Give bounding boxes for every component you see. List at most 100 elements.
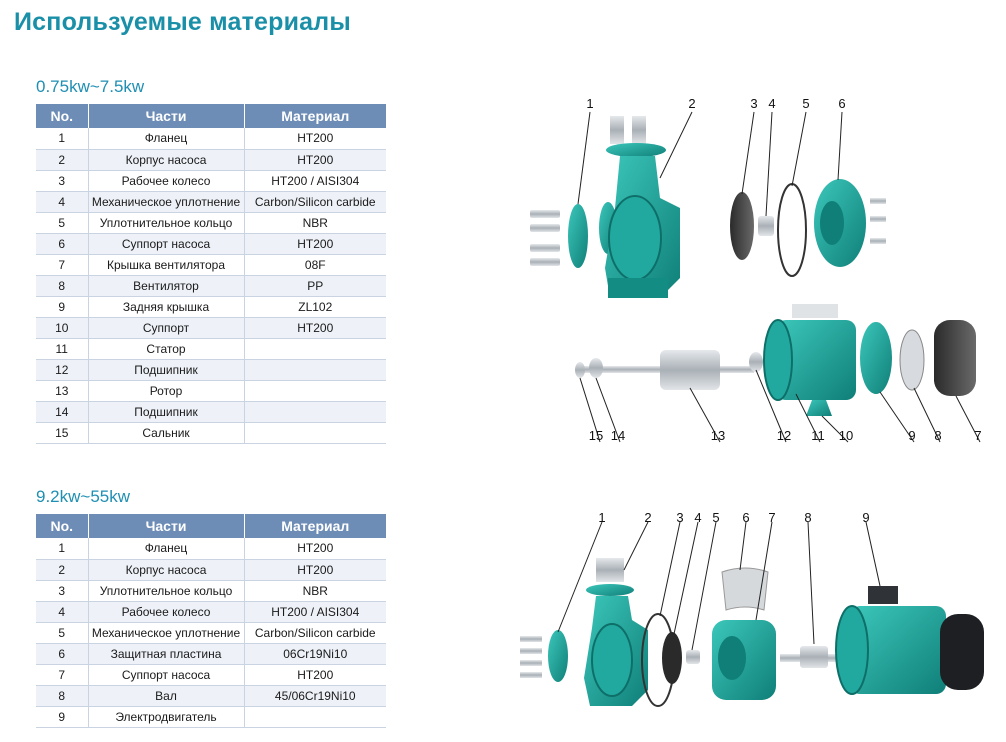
cell-part: Рабочее колесо [88,601,245,623]
cell-part: Суппорт [88,317,245,339]
cell-no: 5 [36,622,89,644]
rotor-shaft [582,350,754,390]
cell-material: HT200 [244,538,386,560]
cell-no: 15 [36,422,89,444]
cell-part: Статор [88,338,245,360]
callout-label: 2 [688,98,695,111]
cell-no: 6 [36,233,89,255]
callout-label: 3 [676,510,683,525]
pump-support-part [814,179,886,267]
callout-label: 15 [589,428,603,443]
cell-part: Электродвигатель [88,706,245,728]
cell-material: HT200 / AISI304 [244,601,386,623]
cell-part: Рабочее колесо [88,170,245,192]
cell-material: ZL102 [244,296,386,318]
pump-casing [584,558,648,706]
cell-material [244,380,386,402]
header-no: No. [36,104,89,128]
cell-material: HT200 / AISI304 [244,170,386,192]
cell-material [244,706,386,728]
callout-label: 7 [974,428,981,443]
cell-no: 5 [36,212,89,234]
callout-label: 10 [839,428,853,443]
cell-no: 12 [36,359,89,381]
cell-part: Уплотнительное кольцо [88,212,245,234]
cell-no: 1 [36,128,89,150]
cell-part: Крышка вентилятора [88,254,245,276]
cell-no: 2 [36,149,89,171]
cell-no: 4 [36,601,89,623]
impeller-part [730,192,754,260]
cell-material: Carbon/Silicon carbide [244,622,386,644]
cell-no: 13 [36,380,89,402]
cell-no: 3 [36,170,89,192]
cell-material: 06Cr19Ni10 [244,643,386,665]
cell-material [244,401,386,423]
header-part: Части [88,104,245,128]
cell-no: 10 [36,317,89,339]
callout-label: 7 [768,510,775,525]
callout-label: 5 [712,510,719,525]
pump-support-part [712,620,776,700]
protective-plate-part [721,567,769,611]
cell-part: Защитная пластина [88,643,245,665]
cell-material: NBR [244,212,386,234]
callout-label: 6 [742,510,749,525]
header-no: No. [36,514,89,538]
cell-material: PP [244,275,386,297]
cell-no: 14 [36,401,89,423]
cell-part: Уплотнительное кольцо [88,580,245,602]
header-material: Материал [244,104,386,128]
cell-material: 08F [244,254,386,276]
cell-material: HT200 [244,128,386,150]
callout-label: 8 [804,510,811,525]
fan-cover-part [934,320,976,396]
section-range-small: 0.75kw~7.5kw [36,77,145,96]
callout-label: 2 [644,510,651,525]
stator-housing [763,304,856,416]
cell-part: Суппорт насоса [88,664,245,686]
callout-label: 1 [586,98,593,111]
pump-casing [605,116,680,298]
fan-part [899,329,925,391]
shaft-part [780,646,840,668]
cell-material: NBR [244,580,386,602]
callout-label: 3 [750,98,757,111]
cell-part: Задняя крышка [88,296,245,318]
impeller-part [662,632,682,684]
callout-label: 14 [611,428,625,443]
cell-material: HT200 [244,317,386,339]
cell-material: HT200 [244,149,386,171]
cell-material [244,338,386,360]
cell-material: HT200 [244,559,386,581]
cell-part: Сальник [88,422,245,444]
header-part: Части [88,514,245,538]
cell-no: 1 [36,538,89,560]
callout-label: 4 [768,98,775,111]
flange-bolts [530,210,560,266]
callout-label: 9 [908,428,915,443]
cell-no: 8 [36,685,89,707]
callout-label: 13 [711,428,725,443]
section-range-large: 9.2kw~55kw [36,487,131,506]
cell-no: 3 [36,580,89,602]
table-header-row: No. Части Материал [36,514,386,538]
